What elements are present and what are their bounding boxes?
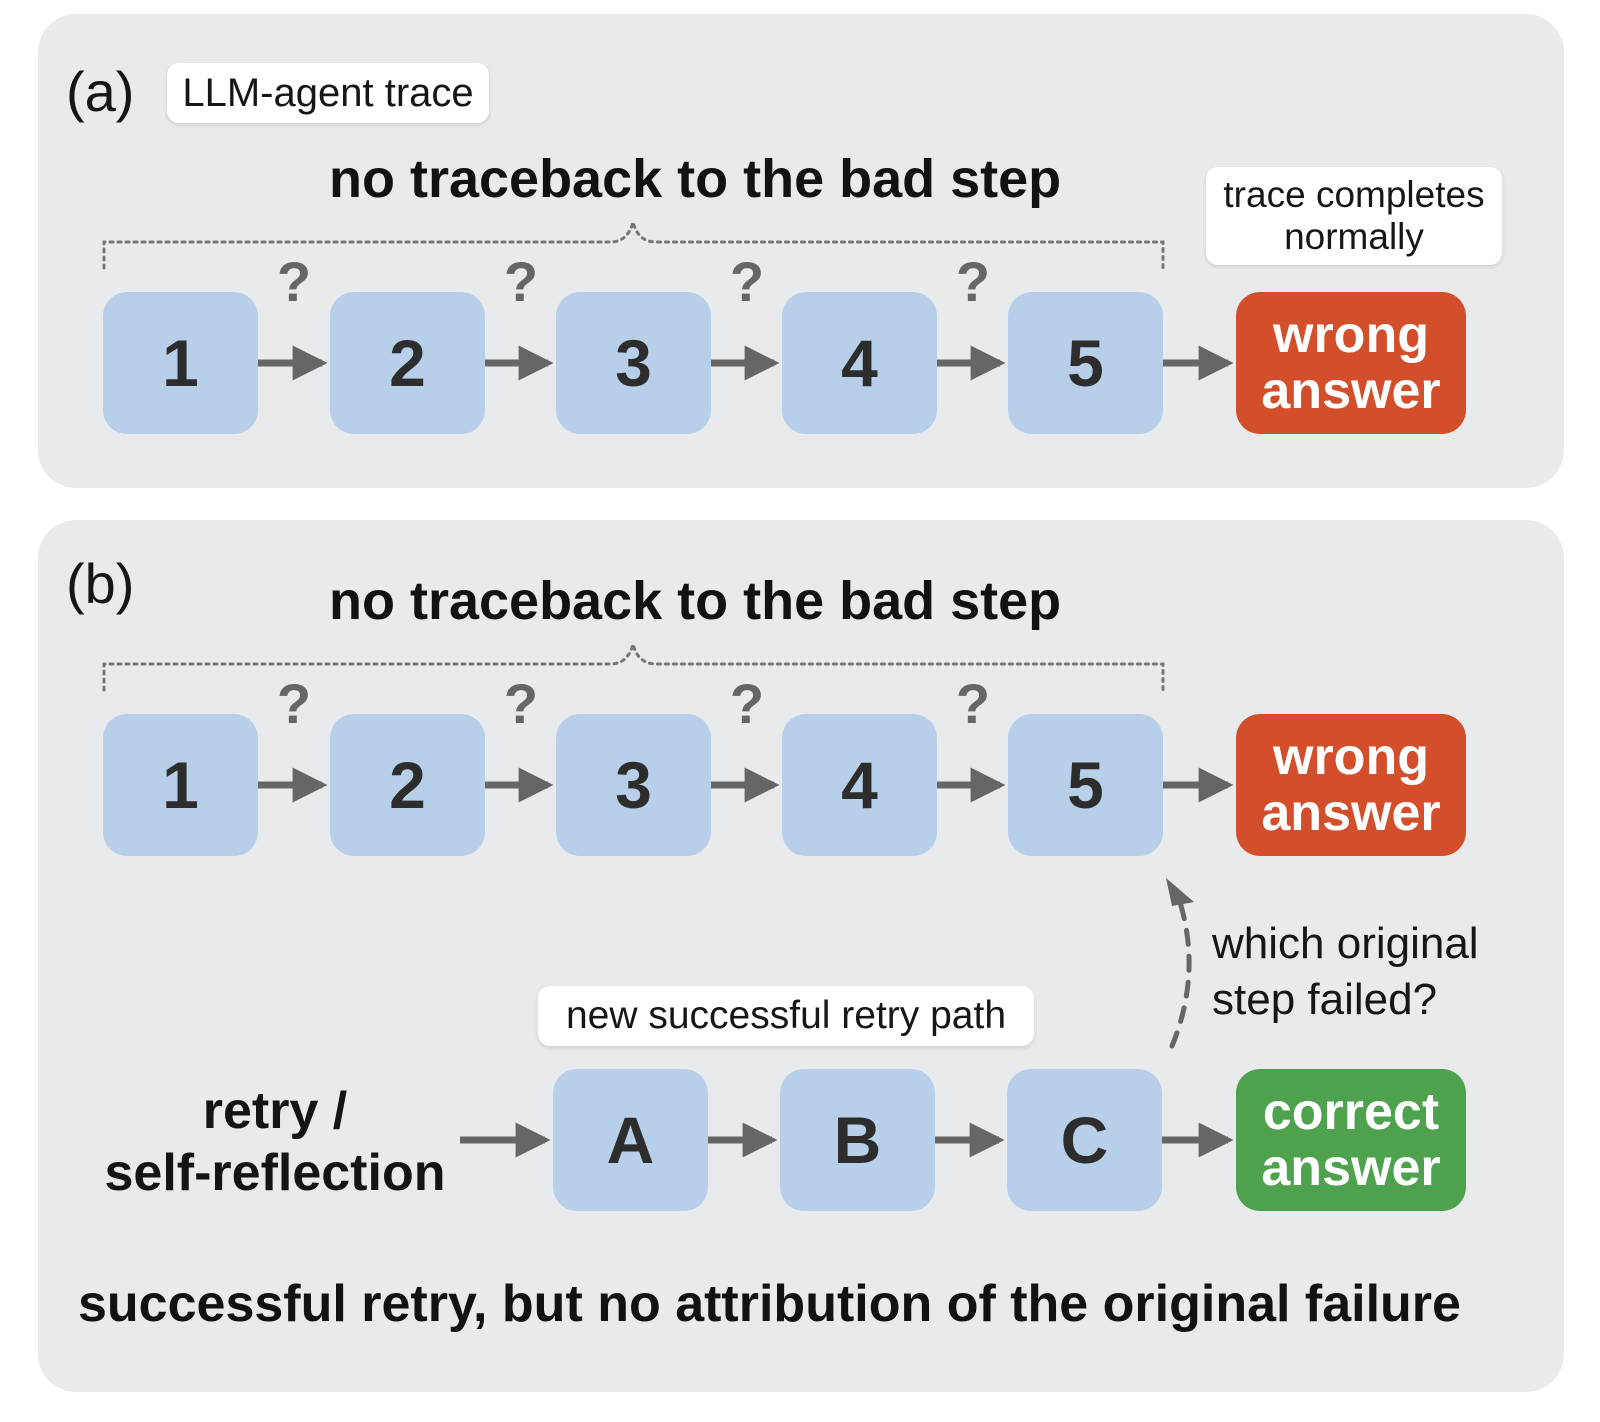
panel-b-retry-label: retry / self-reflection [104, 1082, 446, 1202]
panel-b-caption: successful retry, but no attribution of … [78, 1275, 1461, 1333]
panel-a-question-mark-4: ? [955, 250, 991, 313]
panel-b-question-mark-4: ? [955, 672, 991, 735]
panel-a-step-5: 5 [1008, 292, 1163, 434]
panel-b-question-mark-3: ? [729, 672, 765, 735]
panel-a-step-1: 1 [103, 292, 258, 434]
panel-b-retry-step-b: B [780, 1069, 935, 1211]
panel-a-note-tag: trace completes normally [1206, 167, 1502, 265]
panel-b-letter: (b) [66, 552, 135, 615]
panel-b-retry-path-tag: new successful retry path [538, 986, 1034, 1046]
panel-a-wrong-answer: wrong answer [1236, 292, 1466, 434]
panel-b-retry-step-c: C [1007, 1069, 1162, 1211]
panel-b-step-5: 5 [1008, 714, 1163, 856]
panel-b-step-3: 3 [556, 714, 711, 856]
panel-a-question-mark-3: ? [729, 250, 765, 313]
panel-a-question-mark-2: ? [503, 250, 539, 313]
panel-b-step-1: 1 [103, 714, 258, 856]
panel-b-correct-answer: correct answer [1236, 1069, 1466, 1211]
panel-a-title-tag: LLM-agent trace [167, 63, 489, 123]
panel-a-letter: (a) [66, 60, 135, 123]
panel-b-question-text: which original step failed? [1212, 919, 1479, 1024]
panel-b-step-2: 2 [330, 714, 485, 856]
panel-b-retry-step-a: A [553, 1069, 708, 1211]
panel-b-question-mark-1: ? [276, 672, 312, 735]
panel-b-heading: no traceback to the bad step [329, 571, 1062, 631]
panel-a-step-4: 4 [782, 292, 937, 434]
panel-a-step-3: 3 [556, 292, 711, 434]
panel-a-step-2: 2 [330, 292, 485, 434]
panel-a-heading: no traceback to the bad step [329, 149, 1062, 209]
panel-b-question-mark-2: ? [503, 672, 539, 735]
panel-b-step-4: 4 [782, 714, 937, 856]
panel-a-question-mark-1: ? [276, 250, 312, 313]
panel-b-wrong-answer: wrong answer [1236, 714, 1466, 856]
